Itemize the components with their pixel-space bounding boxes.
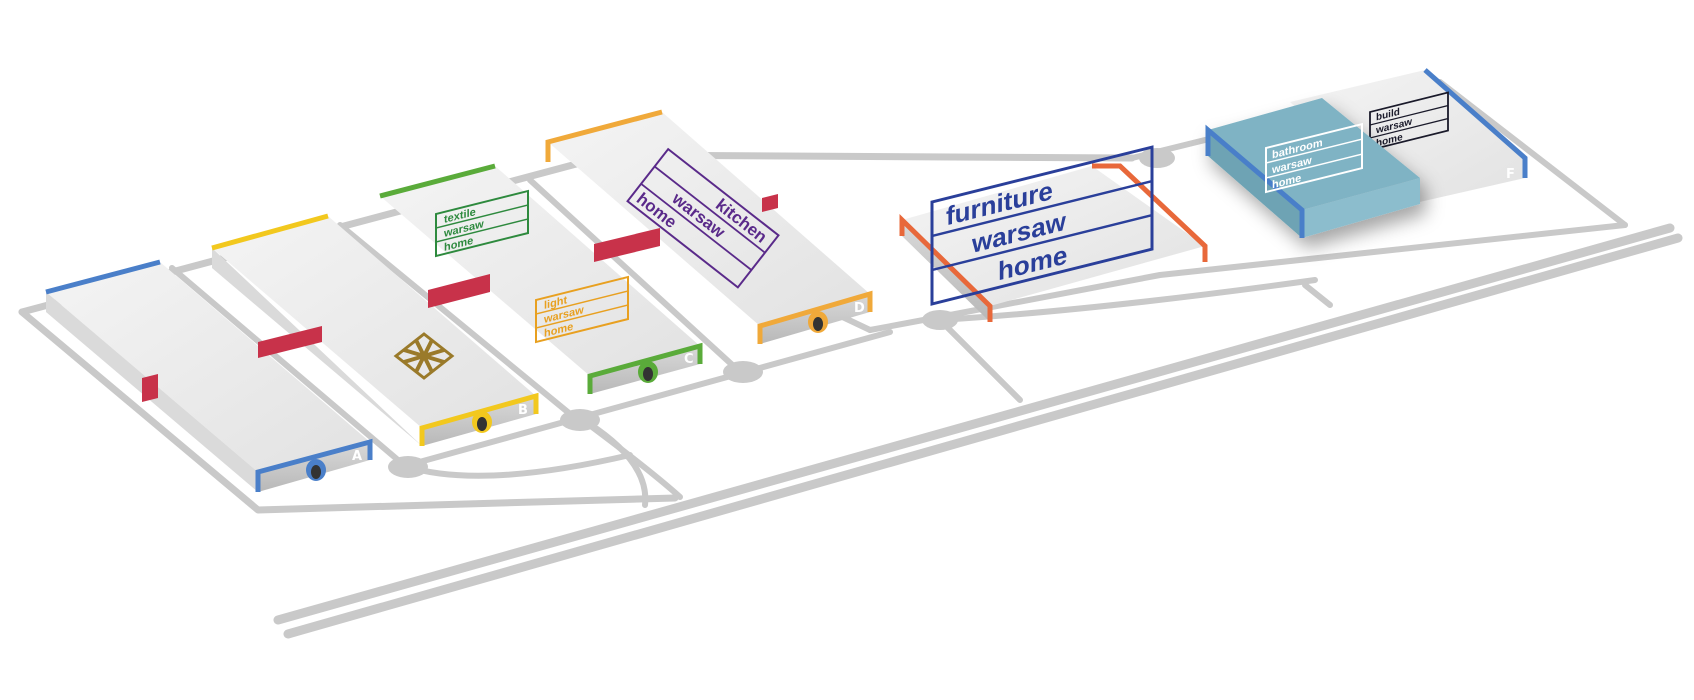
connector-de [762, 194, 778, 212]
hall-f-accent-right [1423, 68, 1528, 178]
hall-a-accent-front [255, 438, 373, 492]
hall-b[interactable]: B [211, 213, 539, 446]
lane-bc [337, 222, 578, 421]
hall-b-entrance-door [477, 417, 487, 431]
inner-road-east [867, 222, 1628, 333]
roundabout-3 [723, 361, 763, 383]
connector-road-1 [937, 317, 1023, 403]
hall-d-roof [548, 112, 870, 326]
hall-c-accent-front [587, 342, 703, 394]
hall-e-accent-right [1092, 163, 1208, 262]
hall-e-accent-left [899, 214, 993, 322]
hall-c-letter: C [684, 352, 694, 367]
roundabout-2 [560, 409, 600, 431]
main-road-upper [273, 223, 1675, 625]
light-sign: light warsaw home [535, 275, 629, 344]
connector-ab [258, 326, 322, 358]
hall-c-accent-back [379, 163, 496, 199]
lane-ab [169, 265, 408, 469]
connector-cd [594, 228, 660, 262]
connector-bc [428, 274, 490, 308]
hall-connectors [142, 194, 778, 402]
hall-a-roof [46, 262, 370, 472]
connector-west [142, 374, 158, 402]
hall-e-letter: E [1187, 251, 1196, 266]
curve-road-east [937, 277, 1318, 323]
roundabout-1 [388, 456, 428, 478]
hall-d-accent-front [757, 290, 873, 344]
hall-d-entrance-door [813, 317, 823, 331]
bathroom-block-roof [1208, 98, 1420, 210]
lane-cd [527, 177, 743, 375]
bathroom-block-accent [1205, 124, 1305, 238]
connector-road-2 [1302, 282, 1333, 308]
light-sign-line-1: light [544, 294, 567, 312]
hall-f[interactable]: F build warsaw home bathroom warsaw home [1205, 68, 1528, 238]
hall-c[interactable]: C textile warsaw home light warsaw home [379, 163, 703, 394]
hall-f-letter: F [1506, 167, 1515, 182]
perimeter-road-west [18, 308, 679, 514]
hall-b-accent-back [211, 213, 329, 251]
fair-logo-icon [393, 332, 455, 380]
bathroom-block[interactable] [1205, 98, 1420, 238]
bathroom-block-side [1208, 130, 1302, 238]
hall-c-roof [380, 166, 700, 376]
hall-b-letter: B [518, 403, 528, 418]
inner-road-south [402, 329, 893, 469]
hall-a-entrance-door [311, 465, 321, 479]
hall-d-accent-back [545, 109, 663, 162]
bathroom-block-front [1302, 178, 1420, 238]
hall-b-roof [212, 216, 536, 428]
roundabout-5 [1139, 148, 1175, 168]
roundabout-4 [922, 310, 958, 330]
hall-a-letter: A [352, 449, 362, 464]
main-road-lower [283, 233, 1683, 639]
hall-a-accent-back [45, 259, 161, 295]
hall-f-roof [1290, 70, 1525, 206]
hall-e[interactable]: E furniture warsaw home [899, 145, 1208, 322]
hall-d[interactable]: D kitchen warsaw home [545, 109, 873, 344]
hall-e-roof [902, 166, 1205, 306]
hall-c-entrance-door [643, 367, 653, 381]
road-network [18, 79, 1683, 639]
hall-d-letter: D [854, 301, 865, 316]
